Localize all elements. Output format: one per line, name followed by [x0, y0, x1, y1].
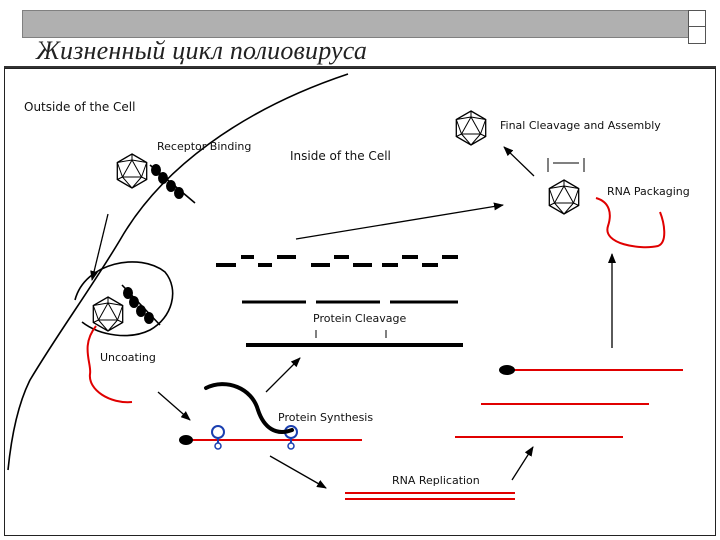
progeny-rna-strands [455, 365, 683, 438]
arrow-packaging-to-assembly [503, 146, 535, 177]
released-rna [86, 325, 133, 404]
nascent-polyprotein [204, 382, 294, 434]
label-rna-packaging: RNA Packaging [607, 185, 690, 198]
virion-receptor-binding [116, 153, 148, 189]
arrow-to-replication [269, 455, 327, 489]
endosome [74, 261, 174, 337]
mature-protein-fragments [216, 255, 458, 267]
arrow-replication-to-new-rna [511, 446, 534, 481]
label-outside-cell: Outside of the Cell [24, 100, 135, 114]
virion-mature [455, 110, 487, 146]
diagram-frame [4, 68, 716, 536]
ribosome-icon [211, 425, 225, 450]
packaged-rna [595, 197, 666, 249]
corner-box-bottom [688, 26, 706, 44]
label-protein-cleavage: Protein Cleavage [313, 312, 407, 325]
slide-title: Жизненный цикл полиовируса [36, 36, 368, 65]
label-rna-replication: RNA Replication [392, 474, 480, 487]
arrow-binding-to-uncoating [90, 213, 109, 281]
label-uncoating: Uncoating [100, 351, 156, 364]
virion-uncoating [92, 296, 124, 332]
arrow-uncoating-to-translation [157, 391, 191, 421]
label-protein-synthesis: Protein Synthesis [278, 411, 373, 424]
title-underline [4, 66, 716, 68]
title-bar [22, 10, 690, 38]
virion-rna-packaging [548, 179, 580, 215]
receptor-cluster-top [149, 164, 196, 204]
arrow-synthesis-to-cleavage [265, 357, 301, 393]
vpg-cap [179, 435, 193, 445]
receptor-cluster-endosome [121, 284, 161, 326]
label-final-cleavage-assembly: Final Cleavage and Assembly [500, 119, 661, 132]
label-receptor-binding: Receptor Binding [157, 140, 251, 153]
label-inside-cell: Inside of the Cell [290, 149, 391, 163]
arrow-proteins-to-packaging [295, 202, 504, 240]
